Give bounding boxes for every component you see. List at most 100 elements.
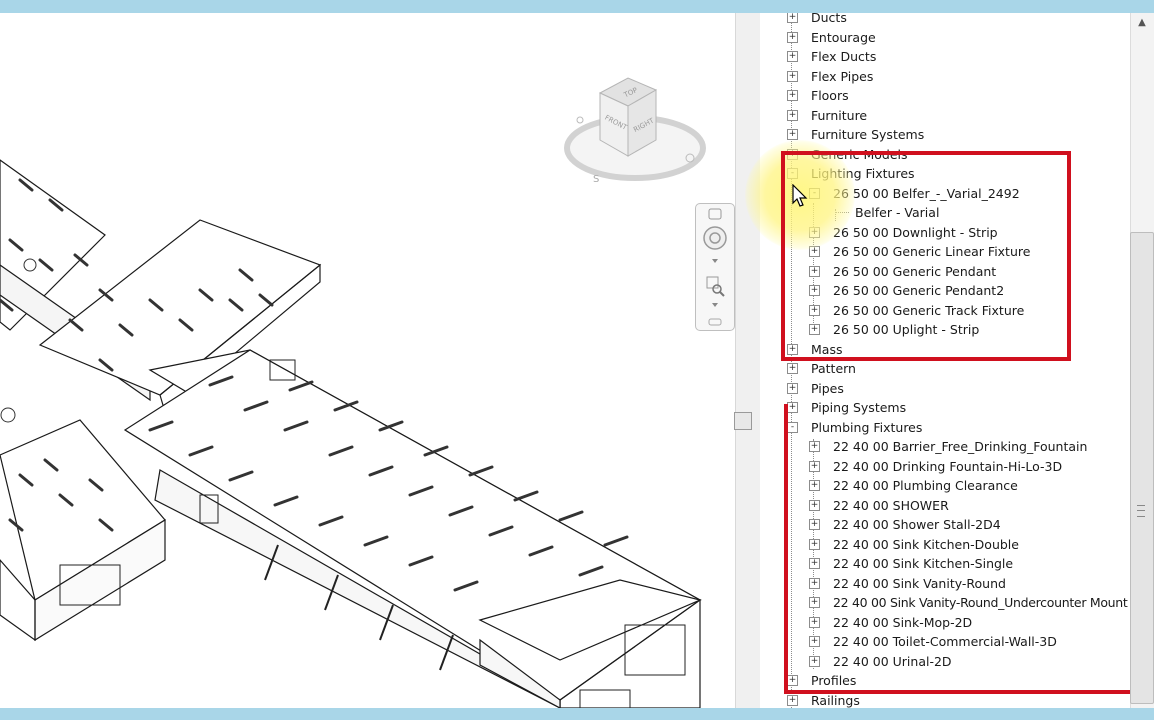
tree-item-generic-linear-fixture[interactable]: + 26 50 00 Generic Linear Fixture — [760, 242, 1130, 261]
expand-plus-icon[interactable]: + — [809, 441, 820, 452]
navbar-resize-handle[interactable] — [708, 318, 722, 326]
expand-plus-icon[interactable]: + — [809, 597, 820, 608]
tree-item-label[interactable]: Belfer - Varial — [855, 205, 940, 220]
expand-plus-icon[interactable]: + — [809, 304, 820, 316]
tree-item-label[interactable]: Pattern — [811, 361, 856, 376]
expand-plus-icon[interactable]: + — [809, 616, 820, 628]
tree-item-label[interactable]: 22 40 00 Shower Stall-2D4 — [833, 517, 1001, 532]
scrollbar-thumb[interactable] — [1130, 232, 1154, 704]
compass-south-label[interactable]: S — [593, 174, 599, 185]
zoom-region-icon[interactable] — [706, 276, 725, 297]
tree-item-label[interactable]: 22 40 00 Sink Kitchen-Single — [833, 556, 1014, 571]
tree-item-plumbing-clearance[interactable]: + 22 40 00 Plumbing Clearance — [760, 476, 1130, 495]
expand-plus-icon[interactable]: + — [809, 519, 820, 530]
expand-plus-icon[interactable]: + — [787, 31, 798, 43]
expand-plus-icon[interactable]: + — [809, 460, 820, 472]
tree-item-sink-mop[interactable]: + 22 40 00 Sink-Mop-2D — [760, 613, 1130, 632]
tree-item-drinking-fountain[interactable]: + 22 40 00 Drinking Fountain-Hi-Lo-3D — [760, 457, 1130, 476]
tree-item-label[interactable]: Flex Pipes — [811, 68, 874, 84]
tree-item-shower[interactable]: + 22 40 00 SHOWER — [760, 496, 1130, 515]
viewcube-widget[interactable]: TOP FRONT RIGHT S — [560, 68, 710, 193]
tree-item-label[interactable]: Entourage — [811, 29, 876, 45]
expand-plus-icon[interactable]: + — [809, 324, 820, 335]
tree-item-label[interactable]: 26 50 00 Generic Track Fixture — [833, 302, 1025, 318]
tree-item-label[interactable]: 26 50 00 Belfer_-_Varial_2492 — [833, 185, 1020, 201]
tree-item-label[interactable]: Ducts — [811, 13, 847, 25]
tree-item-uplight-strip[interactable]: + 26 50 00 Uplight - Strip — [760, 320, 1130, 339]
tree-item-label[interactable]: 22 40 00 Drinking Fountain-Hi-Lo-3D — [833, 458, 1063, 474]
tree-item-shower-stall[interactable]: + 22 40 00 Shower Stall-2D4 — [760, 515, 1130, 534]
tree-item-label[interactable]: 22 40 00 SHOWER — [833, 497, 949, 513]
tree-item-sink-vanity-round[interactable]: + 22 40 00 Sink Vanity-Round — [760, 574, 1130, 593]
expand-plus-icon[interactable]: + — [809, 285, 820, 296]
expand-plus-icon[interactable]: + — [787, 13, 798, 23]
tree-item-label[interactable]: Railings — [811, 692, 860, 708]
tree-item-mass[interactable]: + Mass — [760, 340, 1130, 359]
expand-plus-icon[interactable]: + — [787, 70, 798, 82]
expand-plus-icon[interactable]: + — [787, 51, 798, 62]
navbar-close-icon[interactable] — [708, 208, 722, 220]
tree-item-entourage[interactable]: + Entourage — [760, 28, 1130, 47]
expand-plus-icon[interactable]: + — [787, 109, 798, 121]
tree-item-label[interactable]: Floors — [811, 88, 849, 103]
tree-item-sink-kitchen-single[interactable]: + 22 40 00 Sink Kitchen-Single — [760, 554, 1130, 573]
tree-item-label[interactable]: 22 40 00 Toilet-Commercial-Wall-3D — [833, 634, 1057, 649]
tree-item-label[interactable]: 22 40 00 Sink Kitchen-Double — [833, 536, 1019, 552]
tree-item-label[interactable]: 26 50 00 Downlight - Strip — [833, 224, 998, 240]
tree-item-label[interactable]: 22 40 00 Plumbing Clearance — [833, 478, 1018, 493]
tree-item-label[interactable]: Profiles — [811, 673, 857, 688]
tree-item-label[interactable]: 22 40 00 Sink-Mop-2D — [833, 614, 973, 630]
expand-plus-icon[interactable]: + — [787, 90, 798, 101]
tree-item-generic-pendant2[interactable]: + 26 50 00 Generic Pendant2 — [760, 281, 1130, 300]
dropdown-arrow-icon[interactable] — [712, 259, 718, 263]
tree-item-generic-track-fixture[interactable]: + 26 50 00 Generic Track Fixture — [760, 301, 1130, 320]
expand-plus-icon[interactable]: + — [787, 343, 798, 355]
expand-plus-icon[interactable]: + — [809, 499, 820, 511]
tree-item-ducts[interactable]: + Ducts — [760, 13, 1130, 27]
tree-item-label[interactable]: 26 50 00 Uplight - Strip — [833, 322, 980, 337]
tree-item-sink-kitchen-double[interactable]: + 22 40 00 Sink Kitchen-Double — [760, 535, 1130, 554]
tree-item-label[interactable]: 22 40 00 Barrier_Free_Drinking_Fountain — [833, 439, 1088, 454]
pane-splitter[interactable] — [735, 13, 762, 708]
tree-item-label[interactable]: 26 50 00 Generic Linear Fixture — [833, 244, 1031, 259]
tree-item-label[interactable]: 26 50 00 Generic Pendant — [833, 263, 997, 279]
tree-item-furniture[interactable]: + Furniture — [760, 106, 1130, 125]
expand-plus-icon[interactable]: + — [809, 538, 820, 550]
expand-plus-icon[interactable]: + — [809, 636, 820, 647]
tree-item-sink-vanity-undercounter[interactable]: + 22 40 00 Sink Vanity-Round_Undercounte… — [760, 593, 1130, 612]
tree-item-label[interactable]: Flex Ducts — [811, 49, 877, 64]
tree-item-urinal[interactable]: + 22 40 00 Urinal-2D — [760, 652, 1130, 671]
tree-item-furniture-systems[interactable]: + Furniture Systems — [760, 125, 1130, 144]
tree-item-toilet-commercial[interactable]: + 22 40 00 Toilet-Commercial-Wall-3D — [760, 632, 1130, 651]
zoom-dropdown-arrow-icon[interactable] — [712, 303, 718, 307]
tree-item-label[interactable]: 22 40 00 Sink Vanity-Round_Undercounter … — [833, 595, 1128, 610]
tree-item-label[interactable]: Furniture — [811, 107, 868, 123]
scroll-up-arrow-icon[interactable]: ▲ — [1138, 17, 1146, 28]
splitter-grip[interactable] — [734, 412, 752, 430]
expand-plus-icon[interactable]: + — [787, 129, 798, 140]
tree-item-floors[interactable]: + Floors — [760, 86, 1130, 105]
tree-item-label[interactable]: 22 40 00 Sink Vanity-Round — [833, 575, 1006, 591]
tree-item-label[interactable]: Furniture Systems — [811, 127, 925, 142]
tree-item-flex-pipes[interactable]: + Flex Pipes — [760, 67, 1130, 86]
tree-item-label[interactable]: Plumbing Fixtures — [811, 419, 923, 435]
tree-item-label[interactable]: Pipes — [811, 380, 844, 396]
expand-plus-icon[interactable]: + — [809, 558, 820, 569]
tree-item-generic-pendant[interactable]: + 26 50 00 Generic Pendant — [760, 262, 1130, 281]
expand-plus-icon[interactable]: + — [787, 363, 798, 374]
steering-wheel-icon[interactable] — [703, 226, 727, 250]
expand-plus-icon[interactable]: + — [809, 480, 820, 491]
expand-plus-icon[interactable]: + — [787, 382, 798, 394]
tree-item-label[interactable]: Piping Systems — [811, 400, 907, 415]
expand-plus-icon[interactable]: + — [787, 694, 798, 706]
expand-plus-icon[interactable]: + — [809, 577, 820, 589]
tree-item-pipes[interactable]: + Pipes — [760, 379, 1130, 398]
tree-item-flex-ducts[interactable]: + Flex Ducts — [760, 47, 1130, 66]
tree-item-pattern[interactable]: + Pattern — [760, 359, 1130, 378]
tree-item-railings[interactable]: + Railings — [760, 691, 1130, 709]
tree-item-label[interactable]: 26 50 00 Generic Pendant2 — [833, 283, 1005, 298]
tree-item-label[interactable]: 22 40 00 Urinal-2D — [833, 653, 952, 669]
expand-plus-icon[interactable]: + — [809, 655, 820, 667]
tree-item-label[interactable]: Mass — [811, 341, 843, 357]
tree-item-barrier-free-fountain[interactable]: + 22 40 00 Barrier_Free_Drinking_Fountai… — [760, 437, 1130, 456]
